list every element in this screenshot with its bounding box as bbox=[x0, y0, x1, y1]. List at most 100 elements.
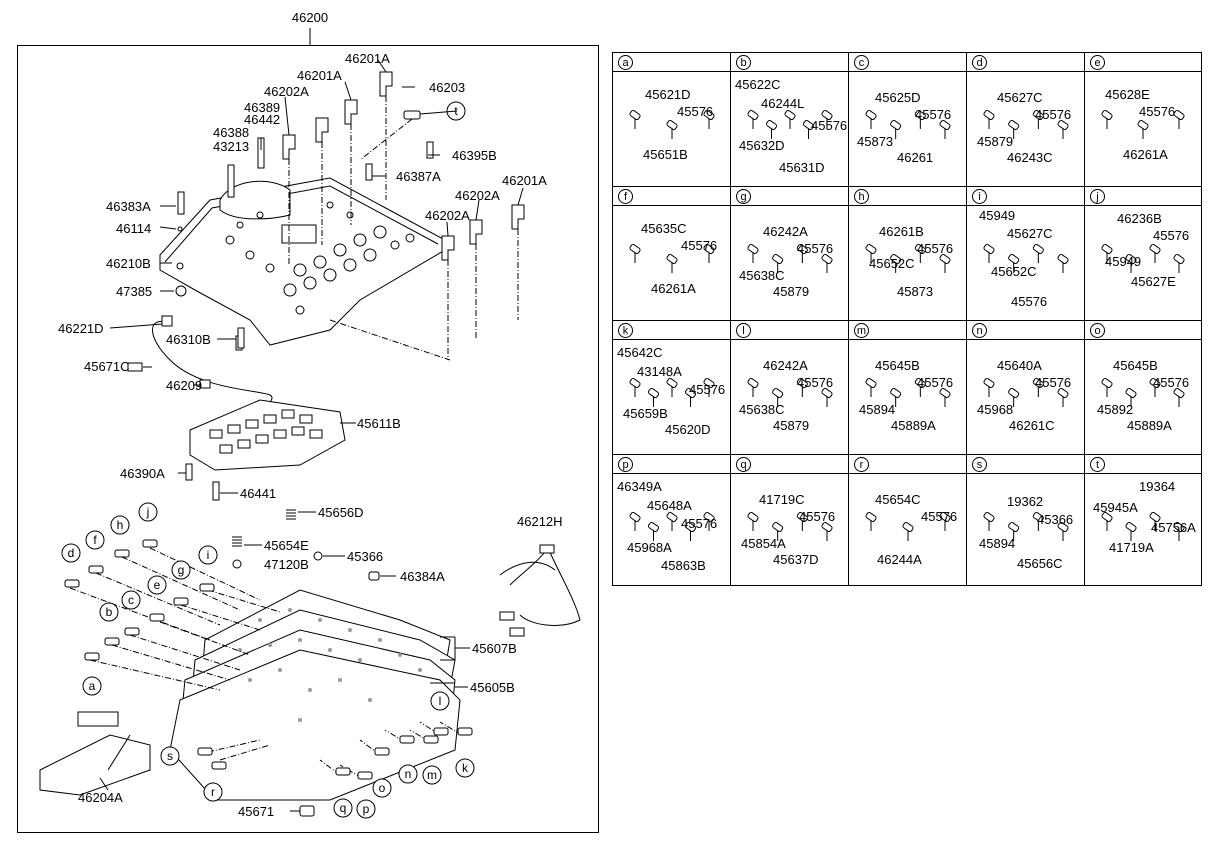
kit-part-number: 45873 bbox=[897, 284, 934, 299]
kit-part-number: 45576 bbox=[681, 238, 718, 253]
label-46201A-mid: 46201A bbox=[297, 68, 342, 83]
callout-k: k bbox=[462, 761, 468, 775]
kit-cell-drawing bbox=[747, 243, 833, 273]
kit-cell-letter: b bbox=[736, 55, 751, 70]
kit-part-number: 46349A bbox=[617, 479, 662, 494]
label-45611B: 45611B bbox=[357, 416, 401, 431]
kit-cell-header: n bbox=[967, 321, 1084, 340]
kit-part-number: 45651B bbox=[643, 147, 688, 162]
kit-part-number: 45638C bbox=[739, 402, 785, 417]
kit-cell-drawing bbox=[983, 511, 1069, 541]
kit-cell-drawing bbox=[865, 109, 951, 139]
kit-part-number: 45889A bbox=[891, 418, 936, 433]
kit-part-number: 45620D bbox=[665, 422, 711, 437]
kit-part-number: 45656C bbox=[1017, 556, 1063, 571]
kit-cell-drawing bbox=[865, 511, 951, 541]
kit-part-number: 45576 bbox=[797, 375, 834, 390]
kit-part-number: 45627E bbox=[1131, 274, 1176, 289]
kit-part-number: 45879 bbox=[773, 418, 810, 433]
label-45656D: 45656D bbox=[318, 505, 364, 520]
assembly-frame bbox=[17, 45, 599, 833]
kit-part-number: 45645B bbox=[875, 358, 920, 373]
kit-cell-header: i bbox=[967, 187, 1084, 206]
kit-part-number: 45576 bbox=[915, 107, 952, 122]
label-45605B: 45605B bbox=[470, 680, 515, 695]
kit-part-number: 41719A bbox=[1109, 540, 1154, 555]
kit-part-number: 46261C bbox=[1009, 418, 1055, 433]
kit-cell-letter: j bbox=[1090, 189, 1105, 204]
kit-part-number: 45576 bbox=[1035, 375, 1072, 390]
kit-part-number: 45894 bbox=[859, 402, 896, 417]
callout-a: a bbox=[88, 679, 96, 693]
kit-cell-drawing bbox=[865, 377, 951, 407]
label-46390A: 46390A bbox=[120, 466, 165, 481]
kit-cell-letter: o bbox=[1090, 323, 1105, 338]
kit-cell-letter: m bbox=[854, 323, 869, 338]
kit-part-number: 45622C bbox=[735, 77, 781, 92]
label-46442: 46442 bbox=[244, 112, 281, 127]
label-46202A-right: 46202A bbox=[455, 188, 500, 203]
label-46209: 46209 bbox=[166, 378, 203, 393]
label-46201A-top: 46201A bbox=[345, 51, 390, 66]
label-46202A-top: 46202A bbox=[264, 84, 309, 99]
kit-cell-header: e bbox=[1085, 53, 1201, 72]
kit-cell-letter: i bbox=[972, 189, 987, 204]
callout-s: s bbox=[167, 749, 173, 763]
kit-cell-letter: d bbox=[972, 55, 987, 70]
kit-part-number: 46236B bbox=[1117, 211, 1162, 226]
kit-cell-drawing bbox=[1101, 511, 1185, 541]
callout-r: r bbox=[211, 785, 215, 799]
kit-cell-drawing bbox=[983, 377, 1069, 407]
kit-part-number: 45949 bbox=[1105, 254, 1142, 269]
kit-part-number: 45628E bbox=[1105, 87, 1150, 102]
kit-part-number: 45635C bbox=[641, 221, 687, 236]
kit-part-number: 45645B bbox=[1113, 358, 1158, 373]
label-46221D: 46221D bbox=[58, 321, 104, 336]
kit-part-number: 46242A bbox=[763, 358, 808, 373]
kit-part-number: 45879 bbox=[977, 134, 1014, 149]
kit-cell-header: c bbox=[849, 53, 966, 72]
kit-part-number: 45576 bbox=[811, 118, 848, 133]
label-46310B: 46310B bbox=[166, 332, 211, 347]
kit-part-number: 45652C bbox=[991, 264, 1037, 279]
callout-j: j bbox=[146, 505, 150, 519]
callout-h: h bbox=[116, 518, 124, 532]
label-46203: 46203 bbox=[429, 80, 466, 95]
kit-cell-drawing bbox=[1101, 243, 1185, 273]
kit-cell-drawing bbox=[983, 243, 1069, 273]
label-46383A: 46383A bbox=[106, 199, 151, 214]
label-45671: 45671 bbox=[238, 804, 275, 819]
kit-part-number: 46261B bbox=[879, 224, 924, 239]
kit-part-number: 45576 bbox=[797, 241, 834, 256]
kit-part-number: 45576 bbox=[1153, 228, 1190, 243]
kit-cell-drawing bbox=[629, 109, 715, 139]
kit-cell-letter: c bbox=[854, 55, 869, 70]
kit-cell-letter: p bbox=[618, 457, 633, 472]
kit-part-number: 45873 bbox=[857, 134, 894, 149]
kit-part-number: 45889A bbox=[1127, 418, 1172, 433]
kit-part-number: 45638C bbox=[739, 268, 785, 283]
kit-cell-header: o bbox=[1085, 321, 1201, 340]
callout-d: d bbox=[67, 546, 75, 560]
callout-o: o bbox=[378, 781, 386, 795]
kit-part-number: 45621D bbox=[645, 87, 691, 102]
kit-part-number: 45576 bbox=[917, 241, 954, 256]
label-46395B: 46395B bbox=[452, 148, 497, 163]
kit-cell-drawing bbox=[747, 511, 833, 541]
callout-g: g bbox=[177, 563, 185, 577]
kit-part-number: 45894 bbox=[979, 536, 1016, 551]
label-46388: 46388 bbox=[213, 125, 250, 140]
